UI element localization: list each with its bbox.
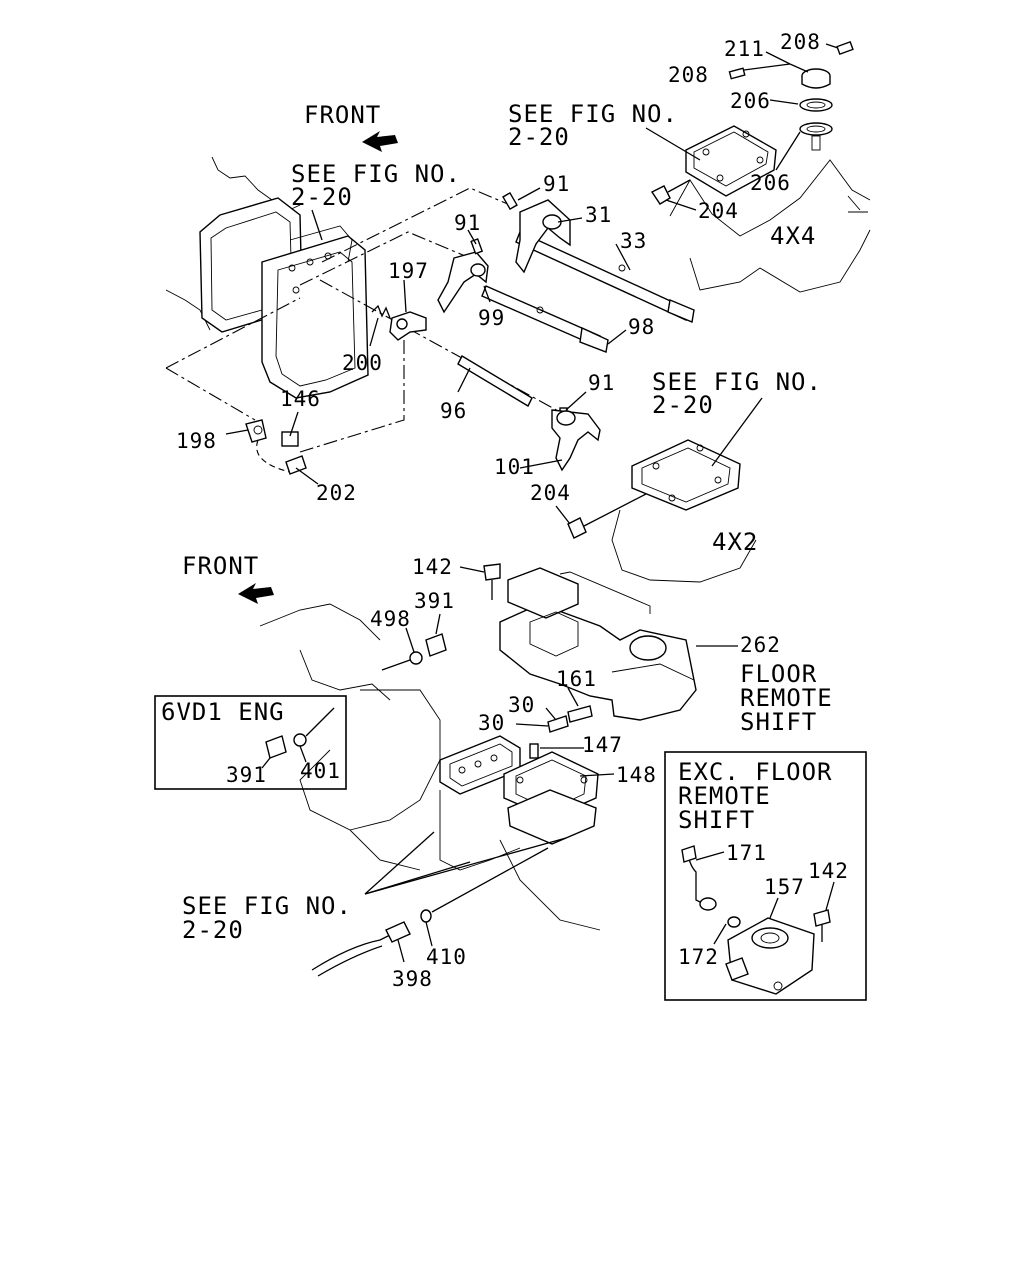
front-label-top: FRONT: [304, 101, 381, 129]
transfer-case-4x4: [669, 125, 871, 293]
engine-box-title: 6VD1 ENG: [161, 698, 285, 726]
see-fig-text: SEE FIG NO.: [182, 892, 352, 920]
label-91: 91: [543, 172, 570, 196]
see-fig-number: 2-20: [182, 916, 244, 944]
label-204: 204: [698, 199, 739, 223]
label-30: 30: [478, 711, 505, 735]
see-fig-note-bottom: SEE FIG NO. 2-20: [182, 831, 567, 944]
see-fig-number: 2-20: [652, 391, 714, 419]
switch-398-washer-410: 398 410: [311, 847, 549, 991]
label-401: 401: [300, 759, 341, 783]
bolt-204-a: [650, 179, 697, 211]
shift-fork-101: [551, 409, 601, 472]
front-arrow-bottom: FRONT: [182, 552, 274, 604]
variant-label-4x4: 4X4: [770, 222, 816, 250]
label-146: 146: [280, 387, 321, 411]
shift-fork-31: [515, 199, 571, 274]
label-206: 206: [730, 89, 771, 113]
part-labels-lower: 142 498 391 262 FLOOR REMOTE SHIFT 161 3…: [370, 555, 833, 787]
label-200: 200: [342, 351, 383, 375]
label-498: 498: [370, 607, 411, 631]
variant-label-4x2: 4X2: [712, 528, 758, 556]
label-161: 161: [556, 667, 597, 691]
shift-block-197: [389, 311, 427, 341]
label-142: 142: [412, 555, 453, 579]
label-391: 391: [226, 763, 267, 787]
label-197: 197: [388, 259, 429, 283]
bolt-142-a: [483, 563, 501, 600]
shift-rod-96: [457, 355, 533, 407]
exc-box-title: REMOTE: [678, 782, 771, 810]
spring-pin-91-b: [470, 238, 484, 255]
label-30: 30: [508, 693, 535, 717]
label-211: 211: [724, 37, 765, 61]
transmission-case-upper: [165, 156, 369, 399]
part-labels-upper: 91 31 33 91 197 99 98 200 91 96 146 198 …: [176, 172, 655, 505]
label-157: 157: [764, 875, 805, 899]
label-208: 208: [780, 30, 821, 54]
exc-floor-remote-shift-box: EXC. FLOOR REMOTE SHIFT 171 157 142 172: [664, 751, 867, 1001]
see-fig-text: SEE FIG NO.: [652, 368, 822, 396]
pins-30-147-161: [529, 705, 593, 759]
front-label-bottom: FRONT: [182, 552, 259, 580]
shift-rod-98: [481, 285, 609, 353]
floor-remote-shift-label: FLOOR: [740, 660, 817, 688]
label-148: 148: [616, 763, 657, 787]
label-410: 410: [426, 945, 467, 969]
label-262: 262: [740, 633, 781, 657]
floor-remote-shift-262: [499, 567, 697, 721]
seal-assembly-4x4: [728, 40, 854, 171]
label-99: 99: [478, 306, 505, 330]
label-204: 204: [530, 481, 571, 505]
label-206: 206: [750, 171, 791, 195]
engine-variant-box: 6VD1 ENG 391 401: [154, 695, 347, 790]
see-fig-number: 2-20: [291, 183, 353, 211]
label-33: 33: [620, 229, 647, 253]
spring-200: [371, 304, 391, 319]
floor-remote-shift-label: SHIFT: [740, 708, 817, 736]
label-91: 91: [588, 371, 615, 395]
exc-box-title: SHIFT: [678, 806, 755, 834]
exc-box-title: EXC. FLOOR: [678, 758, 833, 786]
label-198: 198: [176, 429, 217, 453]
label-98: 98: [628, 315, 655, 339]
part-labels-4x4: 208 211 208 206 206 204 4X4: [668, 30, 821, 250]
label-91: 91: [454, 211, 481, 235]
label-172: 172: [678, 945, 719, 969]
label-202: 202: [316, 481, 357, 505]
label-208: 208: [668, 63, 709, 87]
label-96: 96: [440, 399, 467, 423]
see-fig-text: SEE FIG NO.: [291, 160, 461, 188]
plug-202: [285, 455, 307, 475]
shift-fork-99: [437, 251, 489, 314]
cover-148: [503, 751, 599, 845]
see-fig-number: 2-20: [508, 123, 570, 151]
label-398: 398: [392, 967, 433, 991]
front-arrow-top: FRONT: [304, 101, 398, 152]
label-31: 31: [585, 203, 612, 227]
see-fig-note-4x2: SEE FIG NO. 2-20 204 4X2: [530, 368, 822, 556]
see-fig-note-upper-left: SEE FIG NO. 2-20: [291, 160, 461, 241]
label-101: 101: [494, 455, 535, 479]
transfer-adapter-4x2: [567, 439, 757, 583]
see-fig-note-top-right: SEE FIG NO. 2-20: [508, 100, 701, 161]
plug-391-washer-498: [381, 633, 447, 671]
detent-198: [245, 419, 267, 443]
see-fig-text: SEE FIG NO.: [508, 100, 678, 128]
label-391: 391: [414, 589, 455, 613]
spring-pin-91-a: [502, 191, 518, 211]
label-142: 142: [808, 859, 849, 883]
leader-lines-upper: [225, 187, 631, 485]
plug-146: [281, 431, 299, 447]
floor-remote-shift-label: REMOTE: [740, 684, 833, 712]
leader-lines-lower: [405, 566, 738, 777]
label-171: 171: [726, 841, 767, 865]
shift-rod-33: [515, 231, 695, 323]
label-147: 147: [582, 733, 623, 757]
